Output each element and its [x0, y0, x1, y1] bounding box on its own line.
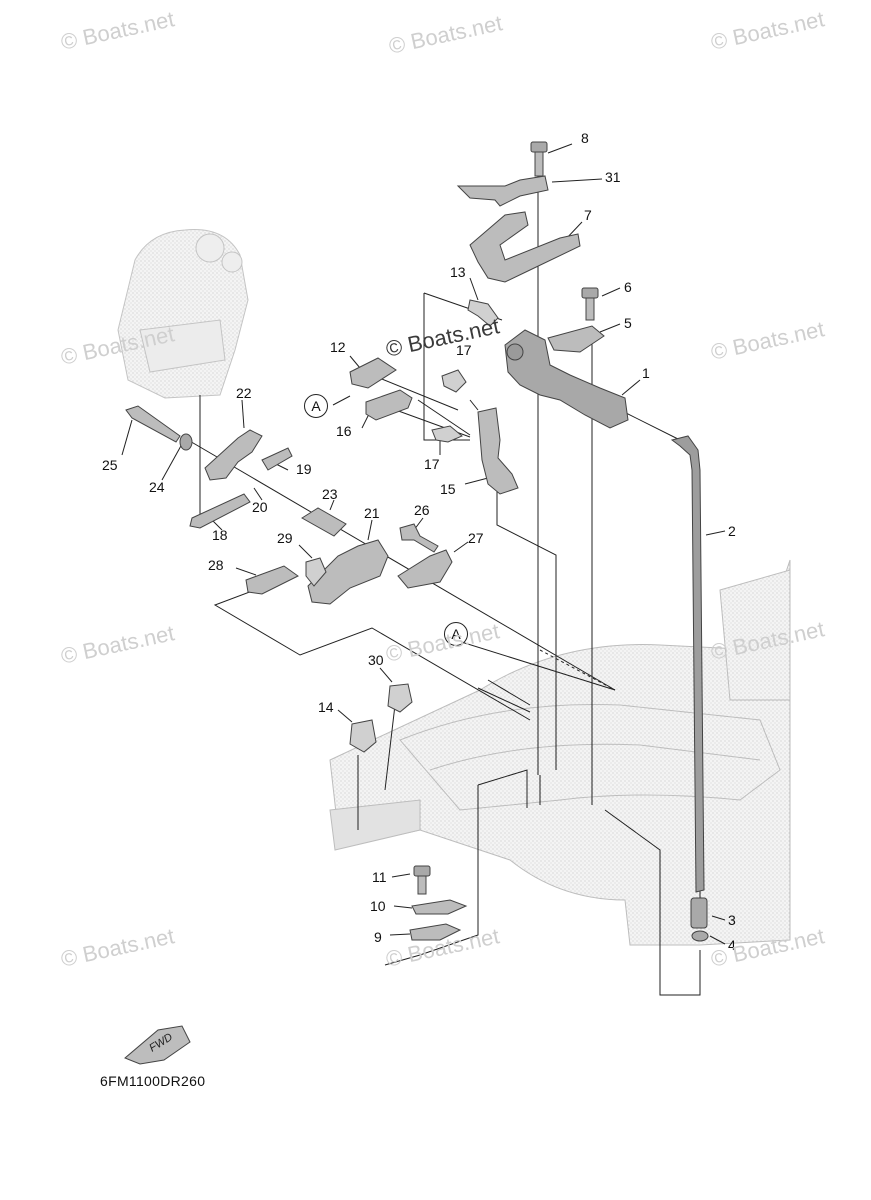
part-19-spring: [261, 447, 293, 471]
part-17-clip-b: [431, 425, 463, 443]
part-8-bolt: [530, 141, 548, 177]
part-29-clip: [305, 557, 327, 587]
part-2-rod: [670, 435, 705, 893]
parts: [125, 141, 709, 942]
part-1-shaft-assembly: [504, 329, 629, 429]
part-6-bolt: [581, 287, 599, 321]
part-12-roller: [349, 357, 397, 389]
part-28-block: [245, 565, 299, 595]
callout-3: 3: [728, 912, 736, 928]
callout-17-lower: 17: [424, 456, 440, 472]
part-23-sleeve: [301, 507, 347, 537]
callout-16: 16: [336, 423, 352, 439]
reference-marker-a-upper: A: [304, 394, 328, 418]
callout-12: 12: [330, 339, 346, 355]
callout-7: 7: [584, 207, 592, 223]
drawing-code: 6FM1100DR260: [100, 1073, 206, 1089]
part-17-clip-a: [441, 369, 467, 393]
part-4-washer: [691, 930, 709, 942]
part-13-clip: [467, 299, 499, 327]
callout-5: 5: [624, 315, 632, 331]
part-31-bracket-arm: [456, 175, 549, 207]
callout-13: 13: [450, 264, 466, 280]
callout-8: 8: [581, 130, 589, 146]
callout-29: 29: [277, 530, 293, 546]
engine-block-background: [117, 229, 249, 399]
callout-9: 9: [374, 929, 382, 945]
part-26-bolt: [399, 523, 439, 553]
callout-2: 2: [728, 523, 736, 539]
callout-18: 18: [212, 527, 228, 543]
lower-cowling-background: [329, 559, 791, 946]
callout-10: 10: [370, 898, 386, 914]
callout-30: 30: [368, 652, 384, 668]
callout-25: 25: [102, 457, 118, 473]
callout-19: 19: [296, 461, 312, 477]
part-22-link-arm: [204, 429, 263, 481]
part-10-plate: [411, 899, 468, 915]
callout-26: 26: [414, 502, 430, 518]
part-11-bolt: [413, 865, 431, 895]
hidden-path-line: [539, 649, 616, 691]
callout-31: 31: [605, 169, 621, 185]
part-5-plate: [547, 325, 605, 353]
part-14-clip: [349, 719, 377, 753]
callout-22: 22: [236, 385, 252, 401]
part-30-clip: [387, 683, 413, 713]
reference-marker-a-lower: A: [444, 622, 468, 646]
part-18-rod: [189, 493, 251, 529]
callout-14: 14: [318, 699, 334, 715]
part-15-lever: [477, 407, 519, 495]
part-21-bracket: [307, 539, 389, 605]
part-16-link: [365, 389, 413, 421]
callout-17-upper: 17: [456, 342, 472, 358]
callout-15: 15: [440, 481, 456, 497]
callout-4: 4: [728, 937, 736, 953]
callout-21: 21: [364, 505, 380, 521]
callout-28: 28: [208, 557, 224, 573]
callout-11: 11: [372, 869, 387, 885]
part-24-washer: [179, 433, 193, 451]
callout-20: 20: [252, 499, 268, 515]
part-3-sleeve: [690, 897, 708, 929]
callout-24: 24: [149, 479, 165, 495]
callout-1: 1: [642, 365, 650, 381]
part-9-plate: [409, 923, 462, 941]
part-7-bracket: [469, 211, 581, 283]
callout-leaders: [121, 143, 726, 945]
fwd-arrow: FWD: [124, 1025, 191, 1065]
part-27-plate: [397, 549, 453, 589]
callout-23: 23: [322, 486, 338, 502]
callout-6: 6: [624, 279, 632, 295]
callout-27: 27: [468, 530, 484, 546]
part-25-bolt: [125, 405, 181, 443]
